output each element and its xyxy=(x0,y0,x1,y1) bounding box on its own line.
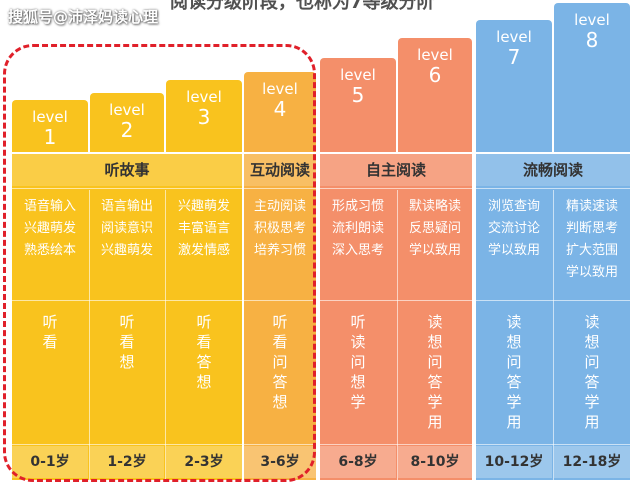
age-range: 2-3岁 xyxy=(166,446,242,478)
level-activities: 听看答想 xyxy=(196,313,212,391)
level-activities: 读想问答学用 xyxy=(584,313,600,431)
level-activities: 听看 xyxy=(42,313,58,351)
watermark: 搜狐号@沛泽妈读心理 xyxy=(8,8,159,26)
level-activities: 读想问答学用 xyxy=(427,313,443,431)
level-description: 形成习惯流利朗读深入思考 xyxy=(331,199,384,258)
highlight-dashed-outline xyxy=(3,44,316,482)
level-word: level xyxy=(109,101,145,119)
level-word: level xyxy=(186,88,222,106)
level-activities: 读想问答学用 xyxy=(506,313,522,431)
row-separator xyxy=(12,300,630,301)
level-word: level xyxy=(496,28,532,46)
level-description: 主动阅读积极思考培养习惯 xyxy=(253,199,306,258)
column-separator xyxy=(243,190,244,480)
age-range: 6-8岁 xyxy=(320,446,396,478)
level-activities: 听读问想学 xyxy=(350,313,366,411)
group-body-3 xyxy=(320,154,472,480)
level-number: 1 xyxy=(43,125,57,149)
level-description: 语音输入兴趣萌发熟悉绘本 xyxy=(23,199,76,258)
column-separator xyxy=(475,190,476,480)
column-separator xyxy=(319,190,320,480)
group-body-1 xyxy=(12,154,242,480)
group-label: 互动阅读 xyxy=(244,154,316,186)
level-word: level xyxy=(32,108,68,126)
level-description: 语言输出阅读意识兴趣萌发 xyxy=(100,199,153,258)
level-word: level xyxy=(340,66,376,84)
level-activities: 听看问答想 xyxy=(272,313,288,411)
row-separator xyxy=(12,444,630,445)
level-number: 4 xyxy=(273,97,287,121)
row-separator xyxy=(12,188,630,189)
level-description: 精读速读判断思考扩大范围学以致用 xyxy=(565,199,618,280)
age-range: 8-10岁 xyxy=(398,446,472,478)
level-number: 5 xyxy=(351,83,365,107)
group-label: 流畅阅读 xyxy=(476,154,630,186)
level-number: 7 xyxy=(507,45,521,69)
group-body-2 xyxy=(244,154,316,480)
age-range: 10-12岁 xyxy=(476,446,552,478)
level-word: level xyxy=(417,46,453,64)
level-number: 3 xyxy=(197,105,211,129)
column-separator xyxy=(397,190,398,480)
age-range: 12-18岁 xyxy=(554,446,630,478)
level-number: 2 xyxy=(120,118,134,142)
age-range: 1-2岁 xyxy=(90,446,164,478)
group-label: 听故事 xyxy=(12,154,242,186)
column-separator xyxy=(165,190,166,480)
level-word: level xyxy=(574,11,610,29)
column-separator xyxy=(89,190,90,480)
level-activities: 听看想 xyxy=(119,313,135,371)
level-description: 默读略读反思疑问学以致用 xyxy=(408,199,461,258)
level-number: 6 xyxy=(428,63,442,87)
level-word: level xyxy=(262,80,298,98)
group-label: 自主阅读 xyxy=(320,154,472,186)
level-description: 兴趣萌发丰富语言激发情感 xyxy=(177,199,230,258)
column-separator xyxy=(553,190,554,480)
level-description: 浏览查询交流讨论学以致用 xyxy=(487,199,540,258)
level-number: 8 xyxy=(585,28,599,52)
page-title: 阅读分级阶段，也称为7等级分阶 xyxy=(170,0,435,13)
